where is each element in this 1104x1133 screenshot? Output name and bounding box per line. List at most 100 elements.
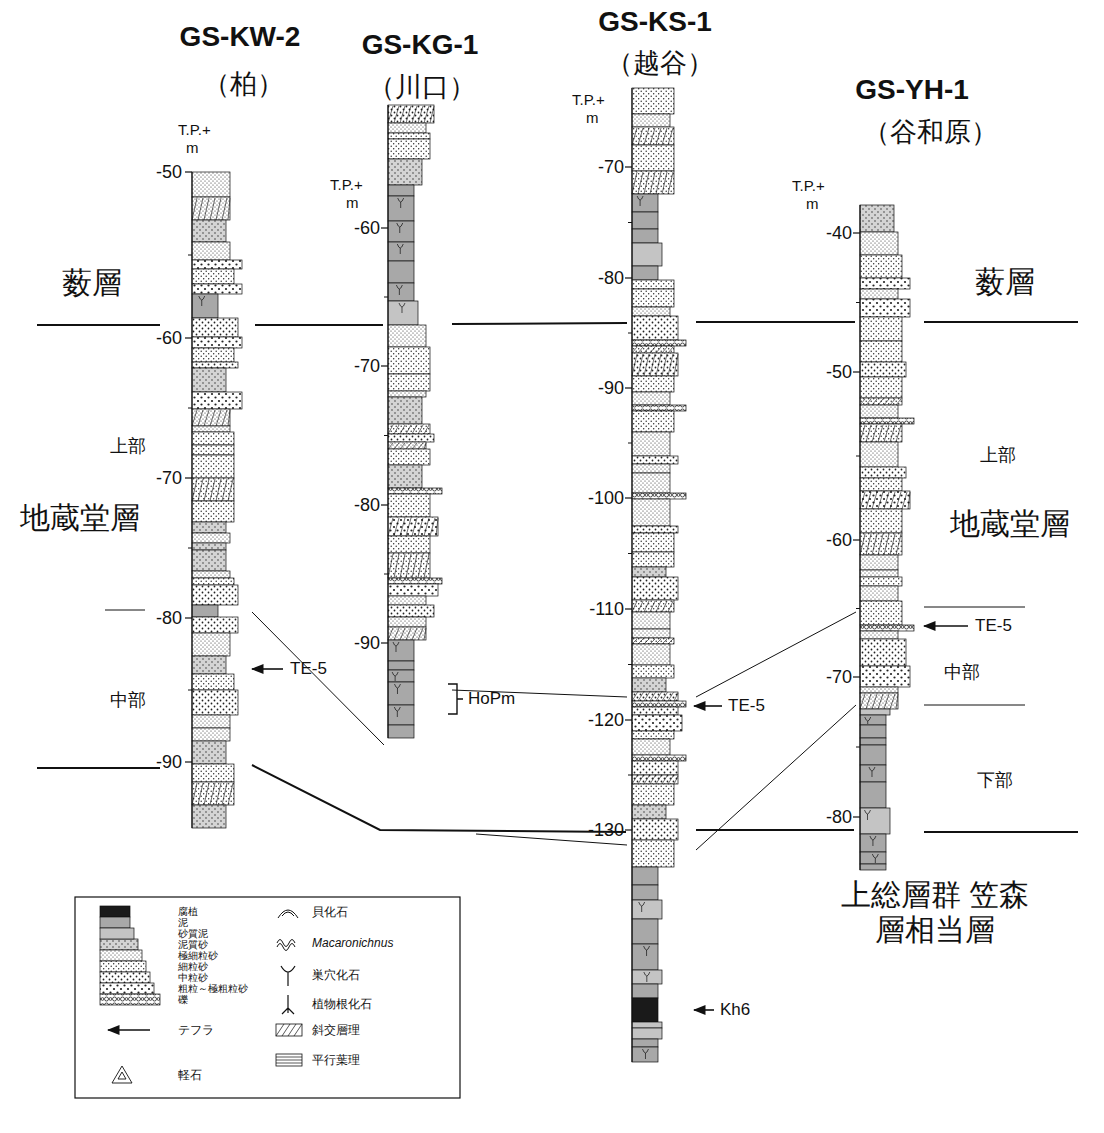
formation-boundary bbox=[696, 321, 855, 323]
cross-bedding bbox=[644, 693, 649, 701]
member-boundary bbox=[696, 612, 856, 697]
cross-bedding bbox=[192, 479, 197, 501]
bed bbox=[632, 1047, 658, 1062]
member-boundary bbox=[696, 705, 856, 850]
cross-bedding bbox=[430, 106, 434, 123]
depth-tick: -70 bbox=[354, 356, 380, 377]
depth-tick: -70 bbox=[826, 667, 852, 688]
legend-frame bbox=[75, 897, 460, 1098]
bed bbox=[860, 864, 886, 870]
burrow-symbol bbox=[865, 717, 871, 724]
bed bbox=[632, 919, 658, 944]
tick bbox=[185, 761, 192, 762]
formation-name: 地蔵堂層 bbox=[20, 501, 140, 536]
bed bbox=[632, 405, 686, 411]
bed bbox=[632, 229, 658, 243]
bed bbox=[860, 725, 886, 738]
cross-bedding bbox=[884, 534, 889, 555]
cross-bedding bbox=[908, 492, 910, 509]
cross-bedding bbox=[424, 425, 429, 434]
tephra-arrow bbox=[924, 625, 968, 627]
cross-bedding bbox=[400, 425, 405, 434]
cross-bedding bbox=[674, 354, 678, 376]
bed bbox=[388, 283, 414, 301]
cross-bedding bbox=[418, 518, 423, 536]
cross-bedding bbox=[896, 425, 901, 442]
core-id: GS-KS-1 bbox=[598, 6, 712, 38]
legend-text: テフラ bbox=[178, 1024, 214, 1036]
bed bbox=[192, 578, 234, 585]
bed bbox=[632, 998, 658, 1022]
bed bbox=[632, 114, 670, 127]
depth-tick: -60 bbox=[826, 530, 852, 551]
bed bbox=[632, 867, 658, 885]
bed bbox=[192, 533, 230, 543]
cross-bedding bbox=[424, 628, 426, 640]
tick bbox=[381, 504, 388, 505]
cross-bedding bbox=[650, 693, 655, 701]
bed bbox=[632, 280, 674, 289]
cross-bedding bbox=[650, 639, 655, 644]
site-name: （川口） bbox=[368, 72, 476, 103]
bed bbox=[632, 567, 666, 577]
cross-bedding bbox=[662, 776, 667, 784]
legend-sample bbox=[276, 1054, 302, 1066]
bed bbox=[192, 294, 218, 318]
bed bbox=[632, 493, 686, 499]
bed bbox=[632, 266, 658, 280]
legend-text: Macaronichnus bbox=[312, 937, 393, 949]
bed bbox=[632, 819, 678, 840]
tephra-name: TE-5 bbox=[728, 696, 765, 716]
bed bbox=[860, 745, 886, 765]
core-log bbox=[860, 205, 914, 870]
cross-bedding bbox=[896, 694, 898, 709]
tick bbox=[381, 227, 388, 228]
bed bbox=[860, 782, 886, 808]
formation-name: 薮層 bbox=[62, 266, 122, 301]
burrow-symbol bbox=[393, 642, 399, 652]
cross-bedding bbox=[860, 534, 865, 555]
cross-bedding bbox=[860, 492, 865, 509]
bed bbox=[860, 377, 902, 398]
member-name: 中部 bbox=[944, 662, 980, 683]
bed bbox=[192, 432, 234, 445]
burrow-symbol bbox=[870, 836, 876, 846]
bed bbox=[388, 465, 422, 488]
bed bbox=[632, 707, 678, 715]
bed bbox=[632, 1022, 662, 1028]
legend-text: 植物根化石 bbox=[312, 998, 372, 1010]
bed bbox=[860, 738, 886, 745]
depth-tick: -70 bbox=[156, 468, 182, 489]
cross-bedding bbox=[412, 425, 417, 434]
bed bbox=[632, 392, 670, 405]
cross-bedding bbox=[902, 492, 907, 509]
cross-bedding bbox=[216, 410, 221, 426]
depth-tick: -60 bbox=[354, 218, 380, 239]
bed bbox=[192, 522, 226, 533]
cross-bedding bbox=[668, 172, 673, 194]
cross-bedding bbox=[638, 128, 643, 145]
bed bbox=[860, 362, 906, 377]
bed bbox=[192, 571, 230, 578]
bed bbox=[632, 316, 678, 340]
cross-bedding bbox=[406, 628, 411, 640]
cross-bedding bbox=[204, 410, 209, 426]
bed bbox=[192, 426, 230, 432]
bed bbox=[632, 805, 666, 819]
cross-bedding bbox=[884, 399, 889, 405]
bed bbox=[192, 269, 234, 284]
depth-tick: -100 bbox=[588, 488, 624, 509]
bed bbox=[632, 784, 674, 805]
tick bbox=[853, 676, 860, 677]
formation-boundary bbox=[924, 321, 1078, 323]
datum-label: T.P.+ bbox=[572, 91, 605, 108]
cross-bedding bbox=[890, 425, 895, 442]
tick bbox=[625, 497, 632, 498]
cross-bedding bbox=[632, 601, 637, 612]
bed bbox=[192, 172, 230, 197]
bed bbox=[860, 693, 898, 709]
legend-text: 腐植 bbox=[178, 907, 198, 917]
core-id: GS-KW-2 bbox=[180, 21, 301, 53]
bed bbox=[632, 761, 678, 775]
depth-tick: -110 bbox=[589, 599, 624, 620]
